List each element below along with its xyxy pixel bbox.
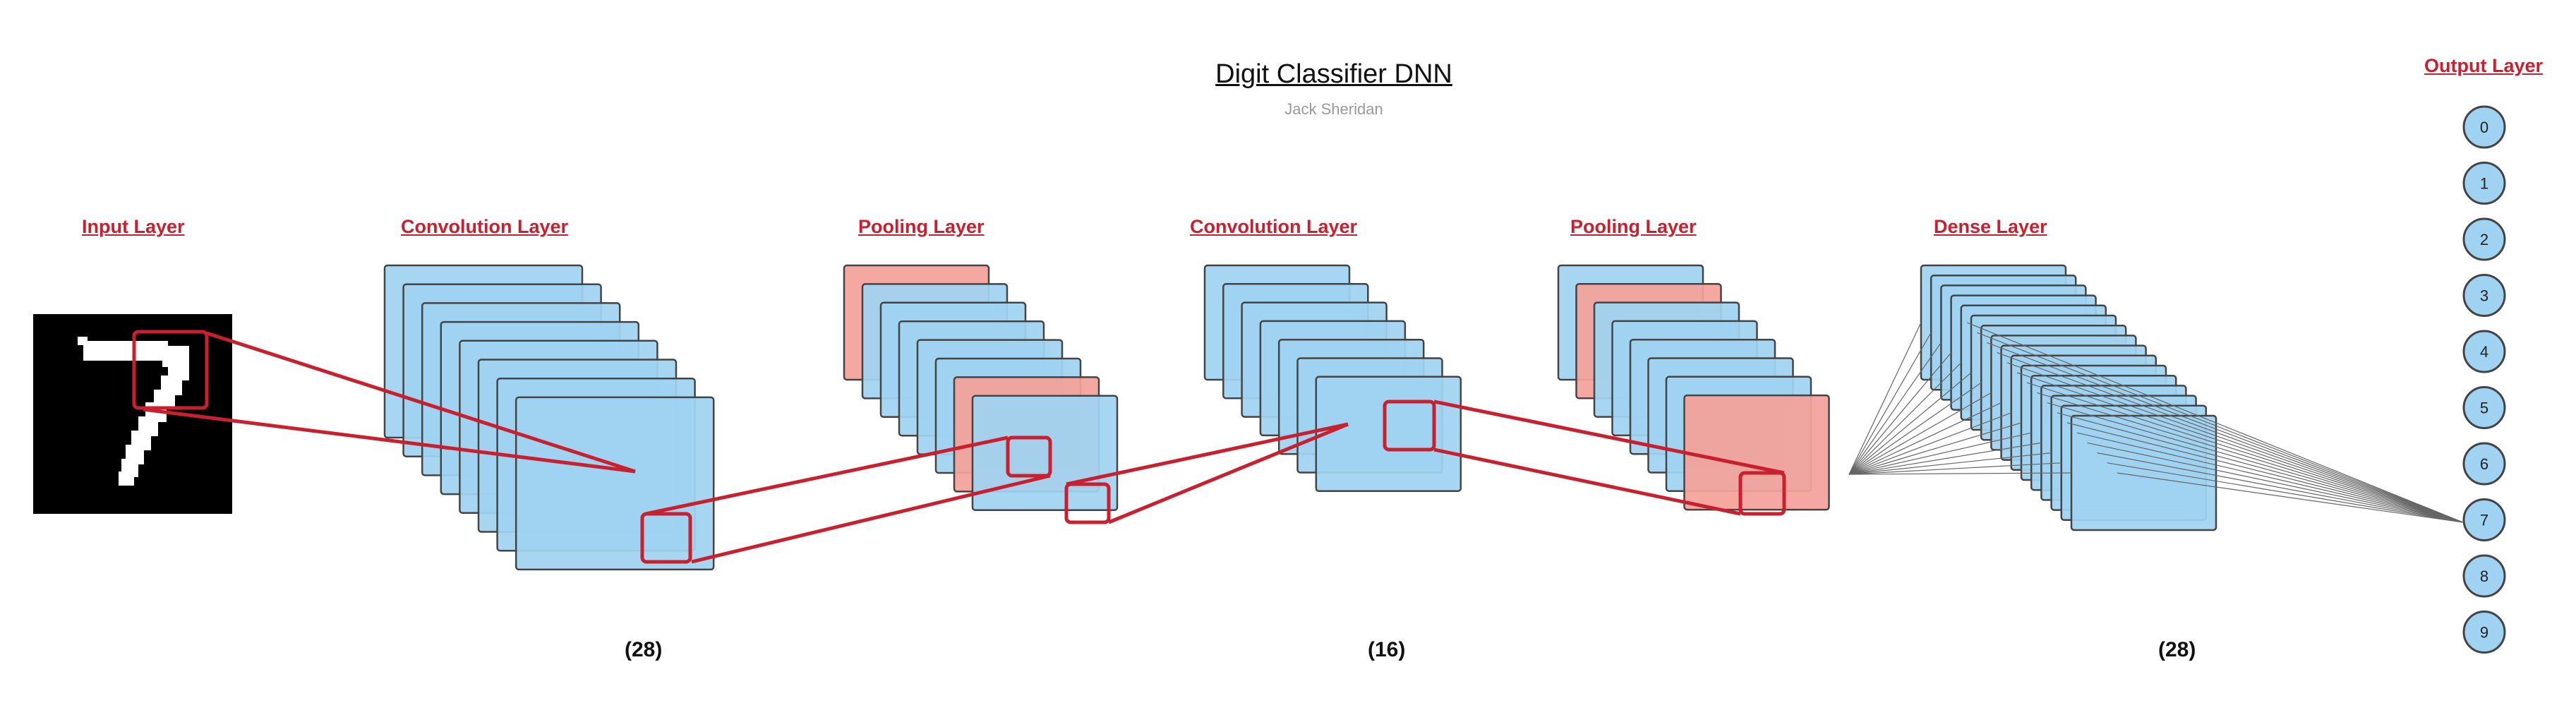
feature-map (1683, 394, 1830, 511)
fan-line (2087, 442, 2464, 523)
output-fan-in (1966, 322, 2464, 523)
output-node-2 (2462, 217, 2506, 261)
author-subtitle: Jack Sheridan (1284, 100, 1383, 118)
pooling-1-kernel-b (1064, 482, 1111, 524)
connection-line (1433, 447, 1741, 516)
connection-line (206, 331, 636, 474)
fan-line (2057, 412, 2464, 523)
input-layer-label: Input Layer (82, 216, 185, 237)
fan-line (1848, 472, 2072, 475)
output-node-5 (2462, 386, 2506, 429)
pooling-2-kernel-box (1738, 471, 1786, 516)
fan-line (1976, 332, 2464, 523)
output-node-label: 4 (2480, 343, 2488, 361)
pooling-1-kernel-a (1006, 435, 1052, 478)
convolution-2-maps (1203, 264, 1462, 493)
connection-line (1066, 422, 1349, 486)
input-kernel-box (132, 330, 209, 410)
fan-line (2016, 372, 2464, 523)
dense-maps (1920, 264, 2217, 531)
fan-line (1848, 422, 2022, 475)
fan-line (1848, 402, 2002, 475)
convolution-layer-2-label: Convolution Layer (1190, 216, 1358, 237)
diagram-title: Digit Classifier DNN (1215, 59, 1452, 89)
pooling-layer-2-label: Pooling Layer (1570, 216, 1697, 237)
fan-line (1848, 412, 2012, 475)
feature-map (514, 396, 715, 571)
output-node-label: 6 (2480, 455, 2488, 473)
output-node-label: 8 (2480, 567, 2488, 585)
output-node-label: 2 (2480, 231, 2488, 248)
convolution-1-count: (28) (625, 638, 663, 661)
fan-line (2117, 472, 2464, 523)
output-node-8 (2462, 554, 2506, 598)
convolution-1-kernel-box (640, 512, 692, 564)
convolution-2-kernel-box (1383, 399, 1436, 452)
output-node-3 (2462, 274, 2506, 317)
fan-line (2066, 422, 2464, 523)
fan-line (1987, 342, 2464, 523)
fan-line (1848, 462, 2062, 475)
fan-line (1848, 362, 1962, 475)
output-node-1 (2462, 162, 2506, 205)
feature-map (971, 395, 1119, 512)
connection-line (1108, 422, 1349, 524)
fan-line (1997, 352, 2464, 523)
dense-layer-label: Dense Layer (1934, 216, 2047, 237)
connection-line (143, 407, 636, 474)
fan-line (1848, 332, 1932, 475)
fan-line (1848, 342, 1942, 475)
output-nodes: 0 1 2 3 4 5 6 7 8 9 (2462, 105, 2506, 654)
fan-line (2077, 432, 2464, 523)
output-node-label: 0 (2480, 119, 2488, 136)
fan-line (1848, 352, 1952, 475)
output-node-label: 1 (2480, 175, 2488, 193)
pooling-2-maps (1557, 264, 1830, 511)
output-layer-label: Output Layer (2424, 55, 2544, 76)
dense-count: (28) (2158, 638, 2196, 661)
connection-line (691, 474, 1051, 564)
output-node-0 (2462, 105, 2506, 149)
fan-line (1848, 442, 2042, 475)
connection-line (645, 435, 1009, 516)
fan-line (1848, 452, 2052, 475)
fan-line (1848, 372, 1972, 475)
dense-fan-in (1848, 322, 2072, 475)
fan-line (1848, 382, 1982, 475)
convolution-layer-1-label: Convolution Layer (401, 216, 569, 237)
output-node-7 (2462, 498, 2506, 541)
fan-line (2047, 402, 2464, 523)
convolution-1-maps (383, 264, 715, 571)
output-node-4 (2462, 330, 2506, 373)
output-node-label: 5 (2480, 399, 2488, 417)
pooling-layer-1-label: Pooling Layer (858, 216, 985, 237)
pooling-1-maps (843, 264, 1119, 512)
fan-line (2037, 392, 2464, 523)
convolution-2-count: (16) (1368, 638, 1406, 661)
fan-line (2097, 452, 2464, 523)
fan-line (1848, 322, 1922, 475)
fan-line (2107, 462, 2464, 523)
fan-line (1848, 392, 1992, 475)
fan-line (2006, 362, 2464, 523)
output-node-6 (2462, 442, 2506, 486)
output-node-label: 9 (2480, 624, 2488, 642)
fan-line (1966, 322, 2464, 523)
output-node-label: 3 (2480, 287, 2488, 305)
fan-line (1848, 432, 2032, 475)
feature-map (2070, 414, 2217, 531)
connection-line (1433, 399, 1785, 475)
feature-map (1315, 375, 1462, 493)
fan-line (2027, 382, 2464, 523)
output-node-9 (2462, 611, 2506, 654)
output-node-label: 7 (2480, 512, 2488, 529)
